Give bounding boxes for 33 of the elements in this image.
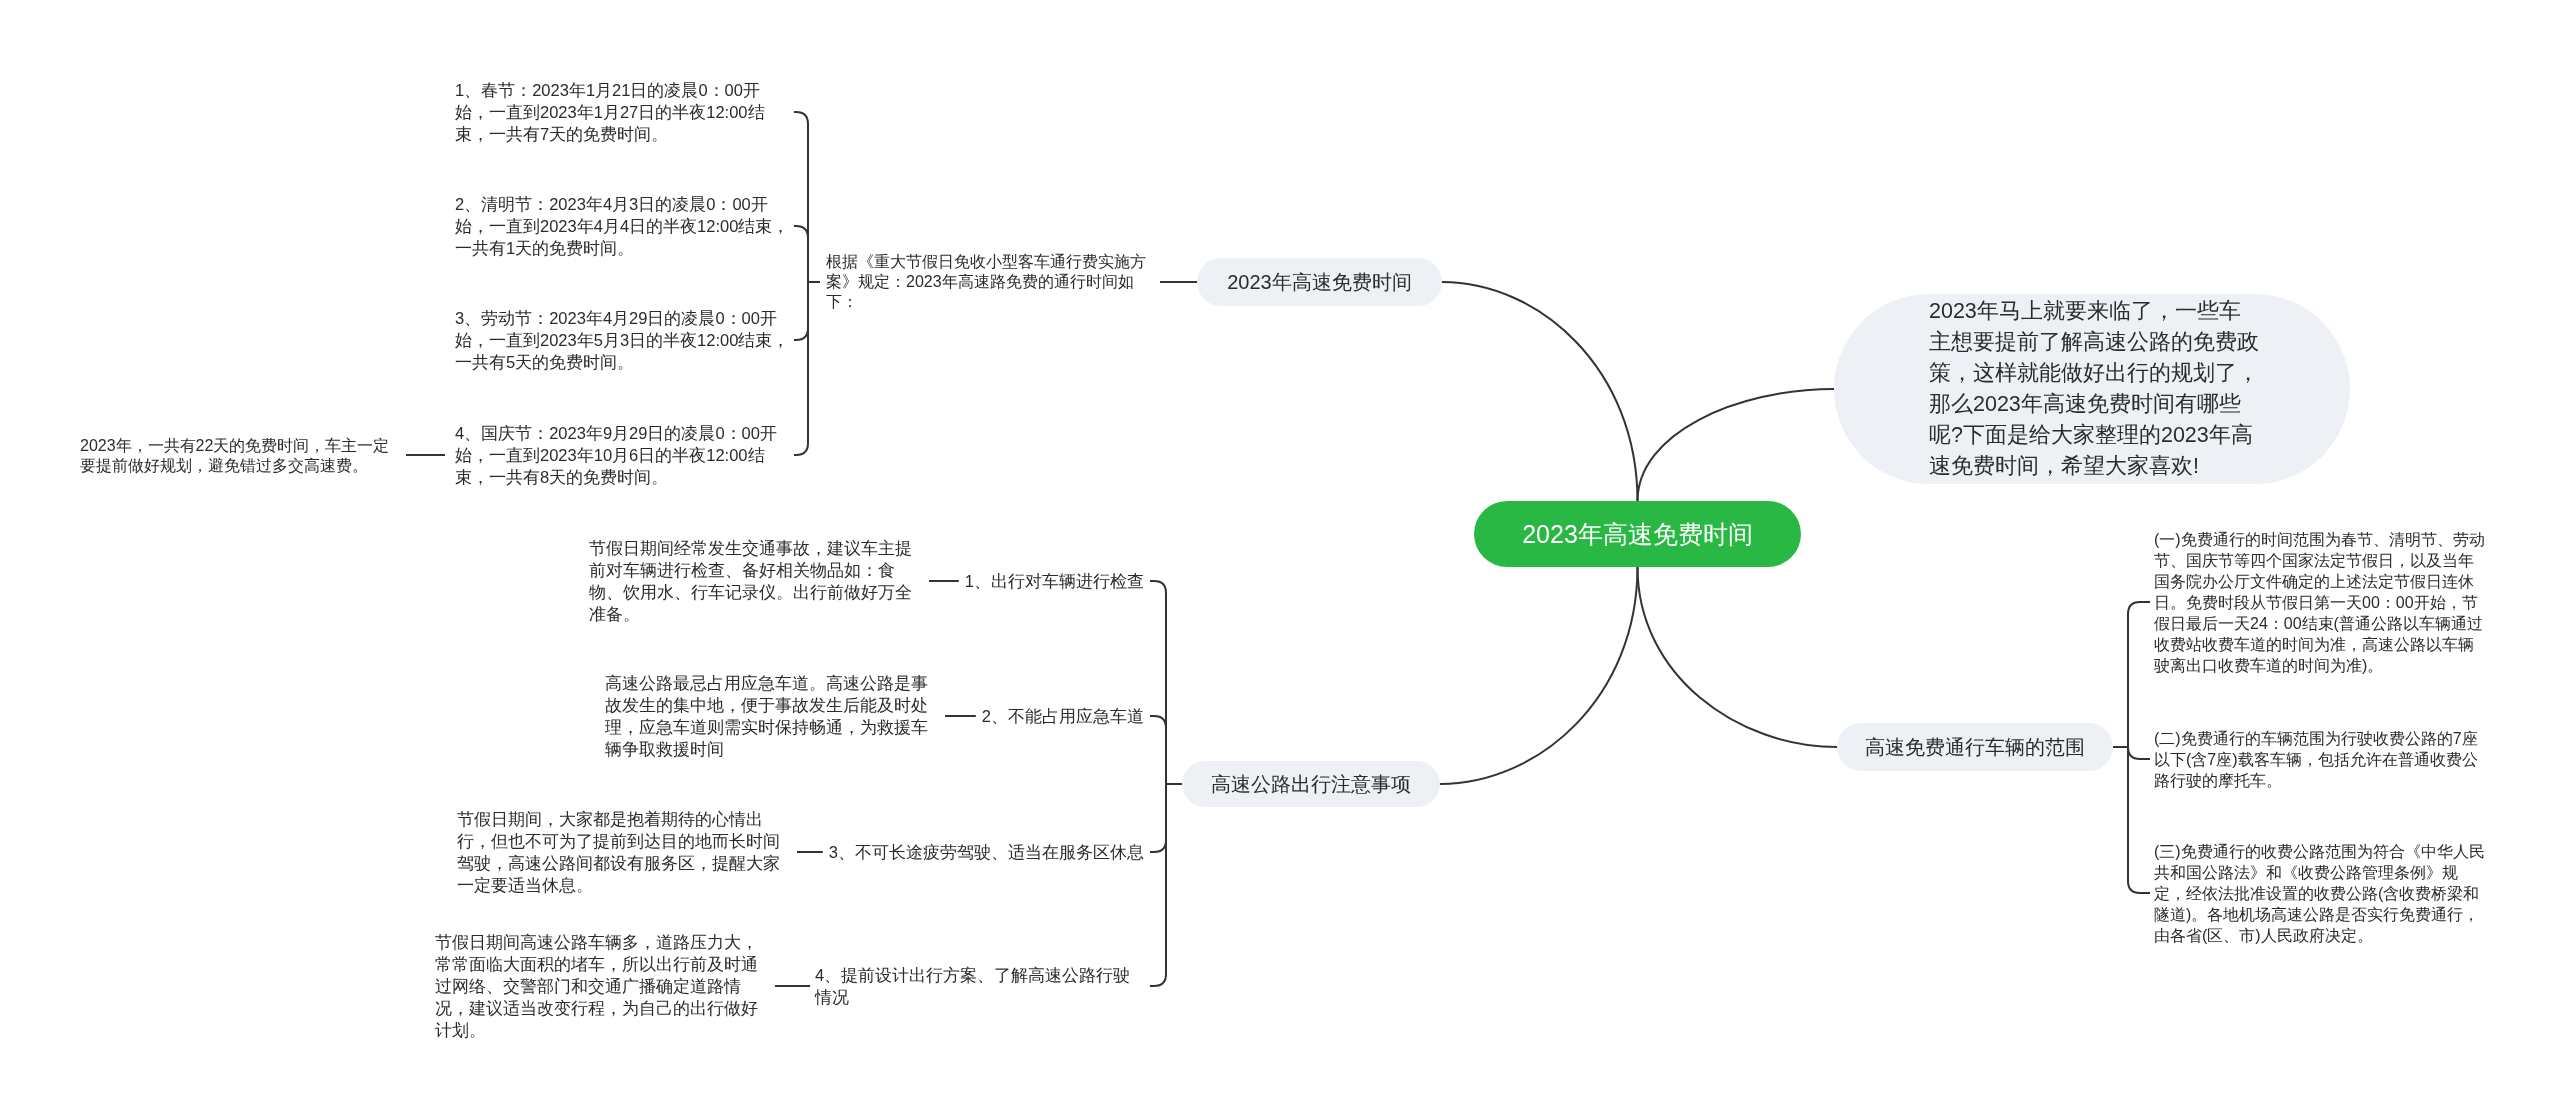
- branch-curve: [1636, 566, 1838, 748]
- list-item-text: 2、不能占用应急车道: [975, 705, 1150, 727]
- note-text: 节假日期间，大家都是抱着期待的心情出行，但也不可为了提前到达目的地而长时间驾驶，高速公路间都设有服务区，提醒大家一定要适当休息。: [449, 808, 797, 896]
- list-item-text: 4、提前设计出行方案、了解高速公路行驶情况: [810, 964, 1150, 1008]
- bracket-connector: [793, 281, 821, 456]
- list-item-text: 3、劳动节：2023年4月29日的凌晨0：00开始，一直到2023年5月3日的半夜12:00结束，一共有5天的免费时间。: [445, 307, 794, 373]
- list-item-text: 3、不可长途疲劳驾驶、适当在服务区休息: [822, 841, 1150, 863]
- connector-line: [796, 851, 824, 853]
- note-text: 高速公路最忌占用应急车道。高速公路是事故发生的集中地，便于事故发生后能及时处理，应急车道则需实时保持畅通，为救援车辆争取救援时间: [597, 672, 945, 760]
- note-text: 节假日期间高速公路车辆多，道路压力大，常常面临大面积的堵车，所以出行前及时通过网络、交警部门和交通广播确定道路情况，建议适当改变行程，为自己的出行做好计划。: [427, 931, 775, 1041]
- list-item-text: (二)免费通行的车辆范围为行驶收费公路的7座以下(含7座)载客车辆，包括允许在普通收费公路行驶的摩托车。: [2150, 727, 2496, 791]
- branch-topic-box: 高速公路出行注意事项: [1182, 761, 1440, 807]
- branch-topic-box: 高速免费通行车辆的范围: [1837, 723, 2113, 771]
- connector-line: [928, 580, 960, 582]
- branch-curve: [1439, 566, 1639, 785]
- intro-text: 根据《重大节假日免收小型客车通行费实施方案》规定：2023年高速路免费的通行时间如下：: [820, 252, 1160, 312]
- branch-curve: [1636, 388, 1835, 502]
- list-item-text: 2、清明节：2023年4月3日的凌晨0：00开始，一直到2023年4月4日的半夜12:00结束，一共有1天的免费时间。: [445, 193, 794, 259]
- note-text: 节假日期间经常发生交通事故，建议车主提前对车辆进行检查、备好相关物品如：食物、饮用水、行车记录仪。出行前做好万全准备。: [581, 537, 929, 625]
- connector-line: [1159, 281, 1198, 283]
- connector-line: [774, 985, 811, 987]
- connector-line: [944, 715, 977, 717]
- branch-topic-box: 2023年高速免费时间: [1197, 258, 1442, 306]
- branch-curve: [1441, 281, 1639, 502]
- intro-bubble: 2023年马上就要来临了，一些车主想要提前了解高速公路的免费政策，这样就能做好出行的规划了，那么2023年高速免费时间有哪些呢?下面是给大家整理的2023年高速免费时间，希望大家喜欢!: [1834, 294, 2350, 484]
- central-topic-box: 2023年高速免费时间: [1474, 501, 1801, 567]
- list-item-text: (一)免费通行的时间范围为春节、清明节、劳动节、国庆节等四个国家法定节假日，以及当年国务院办公厅文件确定的上述法定节假日连休日。免费时段从节假日第一天00：00开始，节假日最后一天24：00结束(普通公路以车辆通过收费站收费车道的时间为准，高速公路以车辆驶离出口收费车道的时间为准)。: [2150, 528, 2496, 676]
- list-item-text: 1、春节：2023年1月21日的凌晨0：00开始，一直到2023年1月27日的半夜12:00结束，一共有7天的免费时间。: [445, 79, 794, 145]
- connector-line: [405, 454, 446, 456]
- list-item-text: (三)免费通行的收费公路范围为符合《中华人民共和国公路法》和《收费公路管理条例》规定，经依法批准设置的收费公路(含收费桥梁和隧道)。各地机场高速公路是否实行免费通行，由各省(区、市)人民政府决定。: [2150, 840, 2496, 946]
- note-text: 2023年，一共有22天的免费时间，车主一定要提前做好规划，避免错过多交高速费。: [72, 436, 406, 476]
- list-item-text: 4、国庆节：2023年9月29日的凌晨0：00开始，一直到2023年10月6日的半夜12:00结束，一共有8天的免费时间。: [445, 422, 794, 488]
- list-item-text: 1、出行对车辆进行检查: [958, 570, 1150, 592]
